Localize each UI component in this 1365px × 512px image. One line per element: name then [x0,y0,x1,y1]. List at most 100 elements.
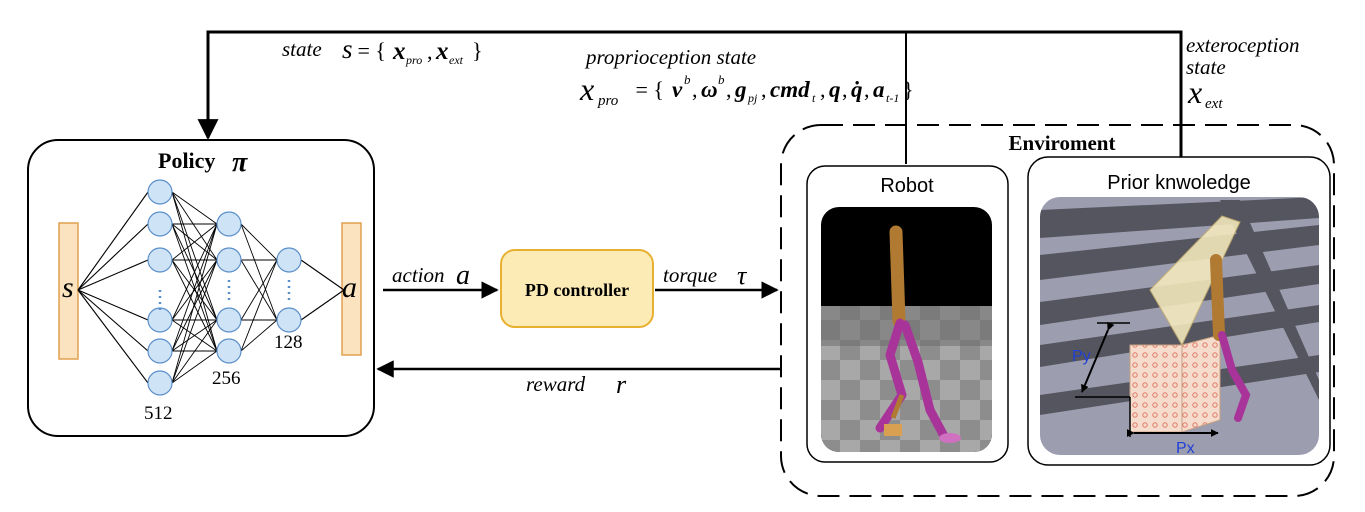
extero-line1: exteroception [1186,33,1300,57]
extero-line2: state [1186,55,1226,79]
proprio-a: a [873,77,885,102]
network-edge [240,319,278,352]
state-word: state [282,37,322,61]
robot-label: Robot [880,175,934,197]
px-label: Px [1176,440,1195,457]
state-label: state s = { x pro , x ext } [282,34,483,67]
state-xpro: x [392,38,406,65]
proprio-qdot: q̇ [851,77,863,102]
environment-box: Enviroment [780,124,1335,497]
proprio-x-sub: pro [597,93,619,109]
network-node [147,307,173,333]
proprio-close: } [903,77,914,102]
proprio-title: proprioception state [584,45,756,69]
network-node [147,211,173,237]
network-edge [171,223,218,384]
network-node [216,338,242,364]
network-edges [77,191,345,384]
proprio-omega: ω [701,77,718,102]
proprio-q: q [829,77,841,102]
policy-title: Policy [158,148,215,173]
proprio-cmd-sub: t [812,91,816,105]
network-edge [171,319,218,384]
proprio-a-sub: t-1 [886,91,899,105]
network-edge [171,350,218,384]
reward-label: reward [526,372,586,396]
network-edge [240,259,278,321]
policy-box: Policy π s a 512 256 128 [27,139,375,437]
layer1-size: 512 [144,403,173,424]
network-edge [171,223,218,352]
policy-pi-symbol: π [232,147,248,178]
proprio-comma-5: , [842,77,848,102]
proprio-cmd: cmd [770,77,810,102]
exteroception-label: exteroception state x ext [1186,33,1300,112]
proprio-omega-sup: b [718,72,725,87]
layer3-size: 128 [274,332,303,353]
proprio-v-sup: b [684,72,691,87]
network-edge [171,191,218,225]
extero-x: x [1187,74,1202,110]
network-edge [171,259,218,384]
py-label: Py [1072,348,1091,365]
action-symbol: a [456,260,470,291]
prior-knowledge-panel: Prior knwoledge Py Px [1027,156,1331,466]
network-edge [77,289,149,321]
torque-symbol: τ [737,261,748,290]
network-node [276,307,302,333]
network-edge [240,223,278,261]
reward-arrow: reward r [376,360,781,399]
network-edge [171,259,218,352]
input-bar [58,222,79,360]
proprio-g-sub: pj [747,91,758,105]
network-node [147,179,173,205]
network-edge [171,259,218,321]
state-xpro-sub: pro [405,53,422,67]
reward-symbol: r [616,370,627,399]
network-node [216,247,242,273]
robot-render [821,207,992,452]
network-edge [171,191,218,321]
state-close: } [472,38,483,63]
network-edge [171,223,218,321]
network-edge [77,191,149,291]
network-node [216,307,242,333]
state-xext: x [435,38,449,65]
proprio-comma-1: , [692,77,698,102]
proprio-comma-6: , [864,77,870,102]
network-edge [240,223,278,321]
prior-knowledge-label: Prior knwoledge [1107,172,1250,194]
network-edge [300,259,345,291]
network-edge [240,259,278,352]
output-label: a [342,271,357,304]
proprio-comma-2: , [726,77,732,102]
network-edge [300,289,345,321]
pd-controller-box: PD controller [500,249,654,328]
network-edge [77,289,149,384]
torque-arrow: torque τ [655,261,779,299]
layer2-size: 256 [212,368,241,389]
proprio-x: x [579,71,594,107]
network-edge [171,319,218,352]
prior-knowledge-render [1040,197,1319,455]
network-nodes [147,179,302,396]
state-symbol: s [342,34,353,64]
proprio-comma-4: , [820,77,826,102]
proprio-comma-3: , [761,77,767,102]
network-edge [77,223,149,291]
environment-title: Enviroment [1009,131,1116,155]
torque-label: torque [663,263,717,287]
input-label: s [62,271,74,304]
network-edge [77,259,149,291]
proprio-v: v [672,77,683,102]
network-node [216,211,242,237]
proprioception-label: proprioception state x pro = { v b , ω b… [579,45,914,109]
network-node [147,370,173,396]
state-equals: = { [352,38,386,63]
network-edge [171,223,218,261]
action-arrow: action a [383,260,499,299]
proprio-g: g [734,77,747,102]
pd-controller-label: PD controller [525,280,629,300]
proprio-equals: = { [630,77,664,102]
